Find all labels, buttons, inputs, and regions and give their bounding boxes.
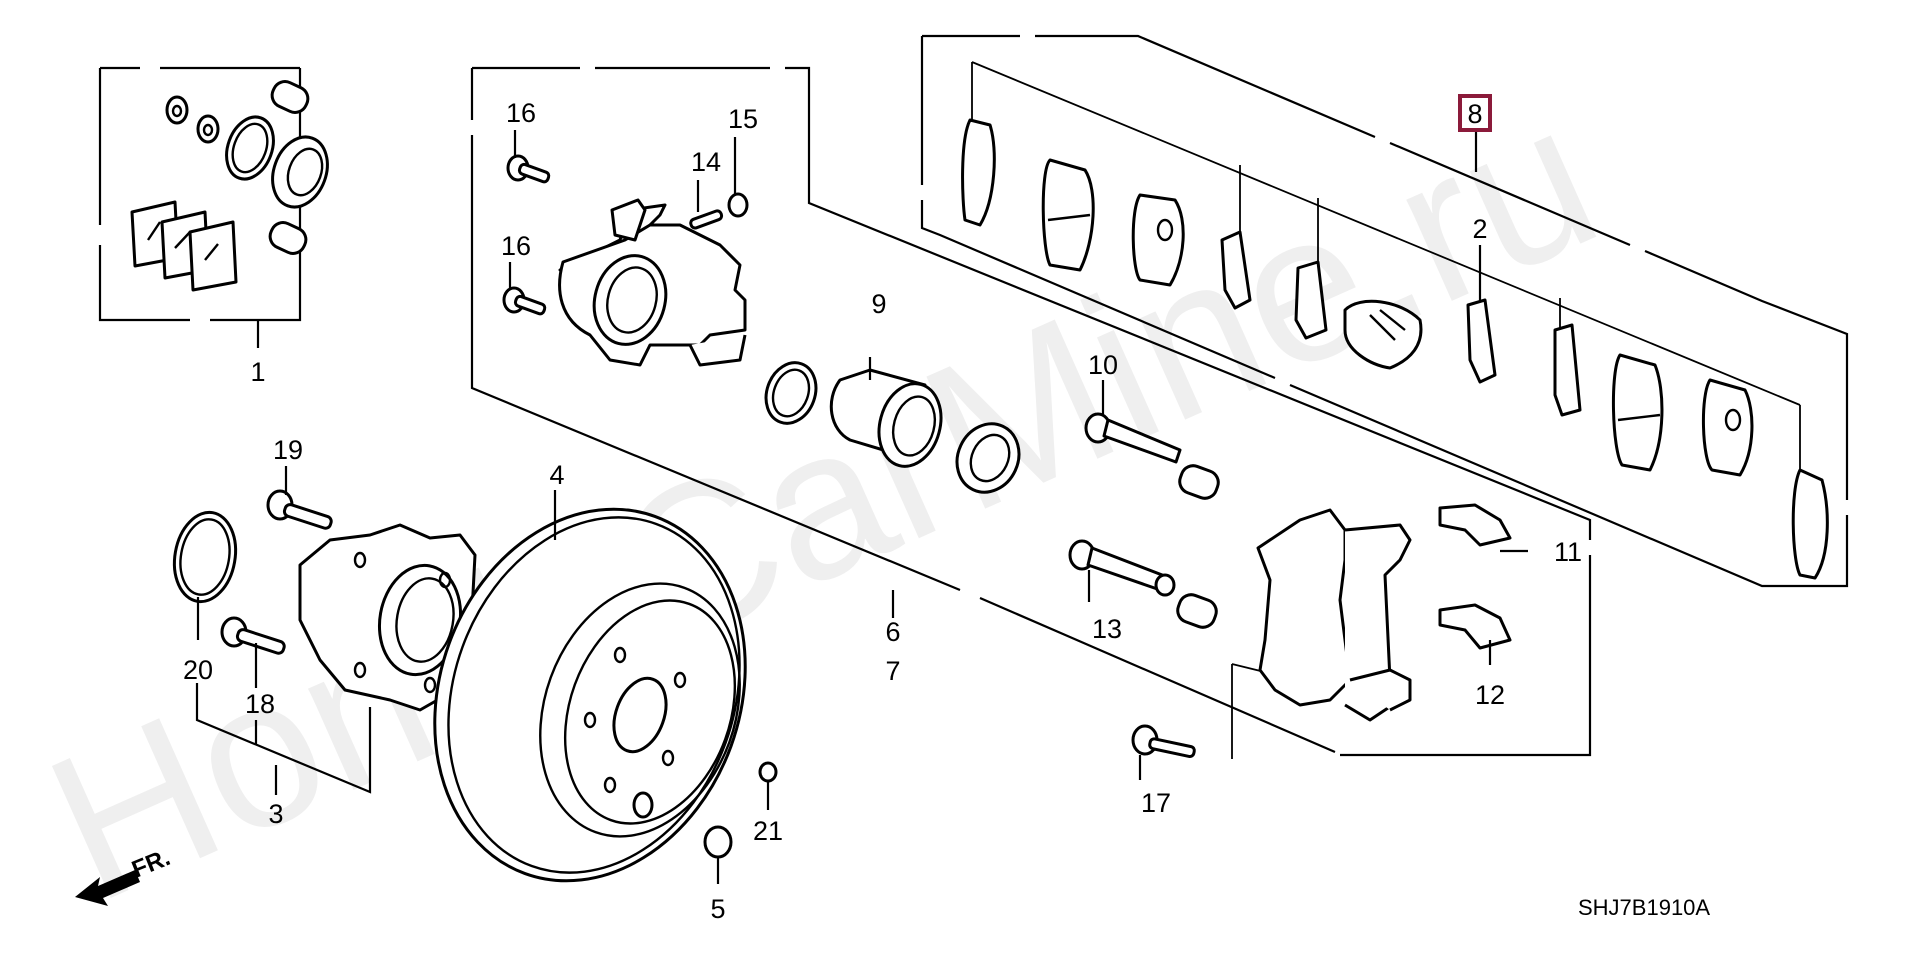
pad-retainer-11 xyxy=(1438,503,1528,553)
brake-disc-4 xyxy=(433,490,747,883)
caliper-bracket xyxy=(1256,508,1412,722)
piston-boot xyxy=(955,422,1021,494)
callout-14[interactable]: 14 xyxy=(691,147,721,177)
hub-bolt-19 xyxy=(266,466,333,530)
kit-piston-seal xyxy=(225,115,275,181)
callout-5[interactable]: 5 xyxy=(710,894,725,924)
callout-10[interactable]: 10 xyxy=(1088,350,1118,380)
front-arrow-icon xyxy=(75,870,140,906)
callout-6[interactable]: 6 xyxy=(885,617,900,647)
slide-pin-10 xyxy=(1084,380,1182,464)
hub-bearing-assembly xyxy=(298,523,477,712)
caliper-body xyxy=(558,198,747,367)
caliper-kit-box xyxy=(98,66,329,348)
callout-4[interactable]: 4 xyxy=(549,460,564,490)
callout-16-lower[interactable]: 16 xyxy=(501,231,531,261)
kit-shims xyxy=(130,200,238,292)
callout-16-upper[interactable]: 16 xyxy=(506,98,536,128)
callout-9[interactable]: 9 xyxy=(871,289,886,319)
callout-19[interactable]: 19 xyxy=(273,435,303,465)
callout-18[interactable]: 18 xyxy=(245,689,275,719)
diagram-code: SHJ7B1910A xyxy=(1578,895,1710,920)
pad-set-box xyxy=(920,34,1849,588)
wheel-stud-18 xyxy=(220,616,286,688)
callout-13[interactable]: 13 xyxy=(1092,614,1122,644)
bolt-16-lower xyxy=(502,262,547,316)
callout-1[interactable]: 1 xyxy=(250,357,265,387)
callout-8-highlight[interactable]: 8 xyxy=(1458,94,1492,132)
piston-seal xyxy=(764,361,818,425)
bolt-16-upper xyxy=(506,130,551,184)
cap-5 xyxy=(703,825,733,884)
slide-pin-13 xyxy=(1068,539,1176,602)
pad-retainer-12 xyxy=(1438,603,1512,665)
bleeder-cap-15 xyxy=(727,137,749,218)
callout-12[interactable]: 12 xyxy=(1475,680,1505,710)
caliper-assembly-box xyxy=(470,66,1592,759)
kit-seal-small xyxy=(165,95,220,144)
piston-9 xyxy=(829,357,943,468)
callout-3[interactable]: 3 xyxy=(268,799,283,829)
callout-17[interactable]: 17 xyxy=(1141,788,1171,818)
bleeder-screw-14 xyxy=(689,180,724,230)
pin-boot-upper xyxy=(1178,464,1220,500)
pads-and-shims xyxy=(961,118,1829,580)
callout-20[interactable]: 20 xyxy=(183,655,213,685)
callout-2[interactable]: 2 xyxy=(1472,214,1487,244)
callout-21[interactable]: 21 xyxy=(753,816,783,846)
hub-o-ring-20 xyxy=(172,510,238,640)
callout-11[interactable]: 11 xyxy=(1554,537,1582,567)
callout-7[interactable]: 7 xyxy=(885,656,900,686)
pin-boot-lower xyxy=(1176,593,1218,629)
disc-screw-21 xyxy=(758,761,778,810)
kit-boot-small xyxy=(268,80,310,255)
bracket-bolt-17 xyxy=(1131,724,1196,780)
callout-8[interactable]: 8 xyxy=(1467,99,1482,129)
kit-dust-boot xyxy=(271,135,329,209)
hub-leader-lines xyxy=(195,683,372,795)
callout-15[interactable]: 15 xyxy=(728,104,758,134)
watermark: HondaCarMine.ru xyxy=(18,57,1628,946)
